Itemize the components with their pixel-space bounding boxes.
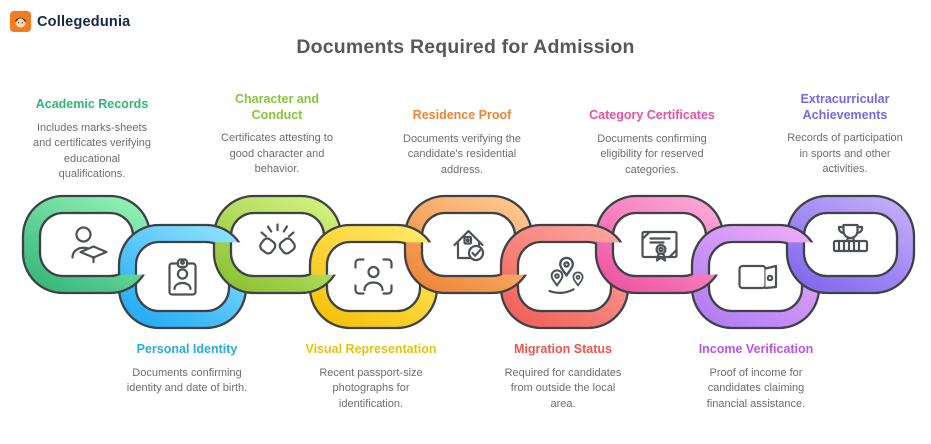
caption-residence-proof: Residence Proof Documents verifying the … bbox=[377, 108, 547, 178]
caption-extracurricular-achievements: Extracurricular Achievements Records of … bbox=[760, 92, 930, 178]
fist-bump-icon bbox=[259, 223, 296, 255]
wallet-icon bbox=[738, 264, 778, 290]
caption-category-certificates: Category Certificates Documents confirmi… bbox=[567, 108, 737, 178]
collegedunia-logo: Collegedunia bbox=[10, 11, 130, 32]
photo-frame-icon bbox=[354, 258, 393, 295]
caption-desc: Documents confirming eligibility for res… bbox=[597, 132, 707, 176]
caption-title: Academic Records bbox=[35, 97, 149, 111]
caption-title: Character and Conduct bbox=[234, 92, 320, 122]
caption-visual-representation: Visual Representation Recent passport-si… bbox=[286, 342, 456, 412]
page-title: Documents Required for Admission bbox=[296, 36, 635, 58]
caption-character-and-conduct: Character and Conduct Certificates attes… bbox=[192, 92, 362, 178]
caption-desc: Records of participation in sports and o… bbox=[787, 132, 903, 176]
collegedunia-logo-text: Collegedunia bbox=[37, 13, 131, 30]
caption-personal-identity: Personal Identity Documents confirming i… bbox=[102, 342, 272, 397]
person-graduate-icon bbox=[71, 226, 108, 264]
caption-title: Migration Status bbox=[514, 342, 612, 356]
house-check-icon bbox=[453, 229, 485, 262]
caption-desc: Required for candidates from outside the… bbox=[504, 366, 622, 410]
caption-desc: Certificates attesting to good character… bbox=[221, 132, 333, 176]
caption-migration-status: Migration Status Required for candidates… bbox=[478, 342, 648, 412]
certificate-icon bbox=[641, 230, 678, 262]
collegedunia-logo-icon bbox=[10, 11, 31, 32]
caption-desc: Proof of income for candidates claiming … bbox=[706, 366, 806, 410]
trophy-podium-icon bbox=[832, 223, 869, 253]
caption-title: Personal Identity bbox=[136, 342, 238, 356]
map-pins-icon bbox=[548, 256, 584, 294]
caption-title: Extracurricular Achievements bbox=[800, 92, 890, 122]
caption-title: Category Certificates bbox=[589, 108, 715, 122]
id-card-icon bbox=[168, 258, 197, 296]
caption-academic-records: Academic Records Includes marks-sheets a… bbox=[7, 97, 177, 183]
caption-desc: Documents confirming identity and date o… bbox=[126, 366, 248, 395]
caption-desc: Includes marks-sheets and certificates v… bbox=[33, 121, 151, 181]
caption-title: Visual Representation bbox=[305, 342, 437, 356]
caption-desc: Documents verifying the candidate's resi… bbox=[403, 132, 521, 176]
caption-title: Residence Proof bbox=[412, 108, 512, 122]
caption-desc: Recent passport-size photographs for ide… bbox=[319, 366, 423, 410]
caption-title: Income Verification bbox=[698, 342, 814, 356]
caption-income-verification: Income Verification Proof of income for … bbox=[671, 342, 841, 412]
